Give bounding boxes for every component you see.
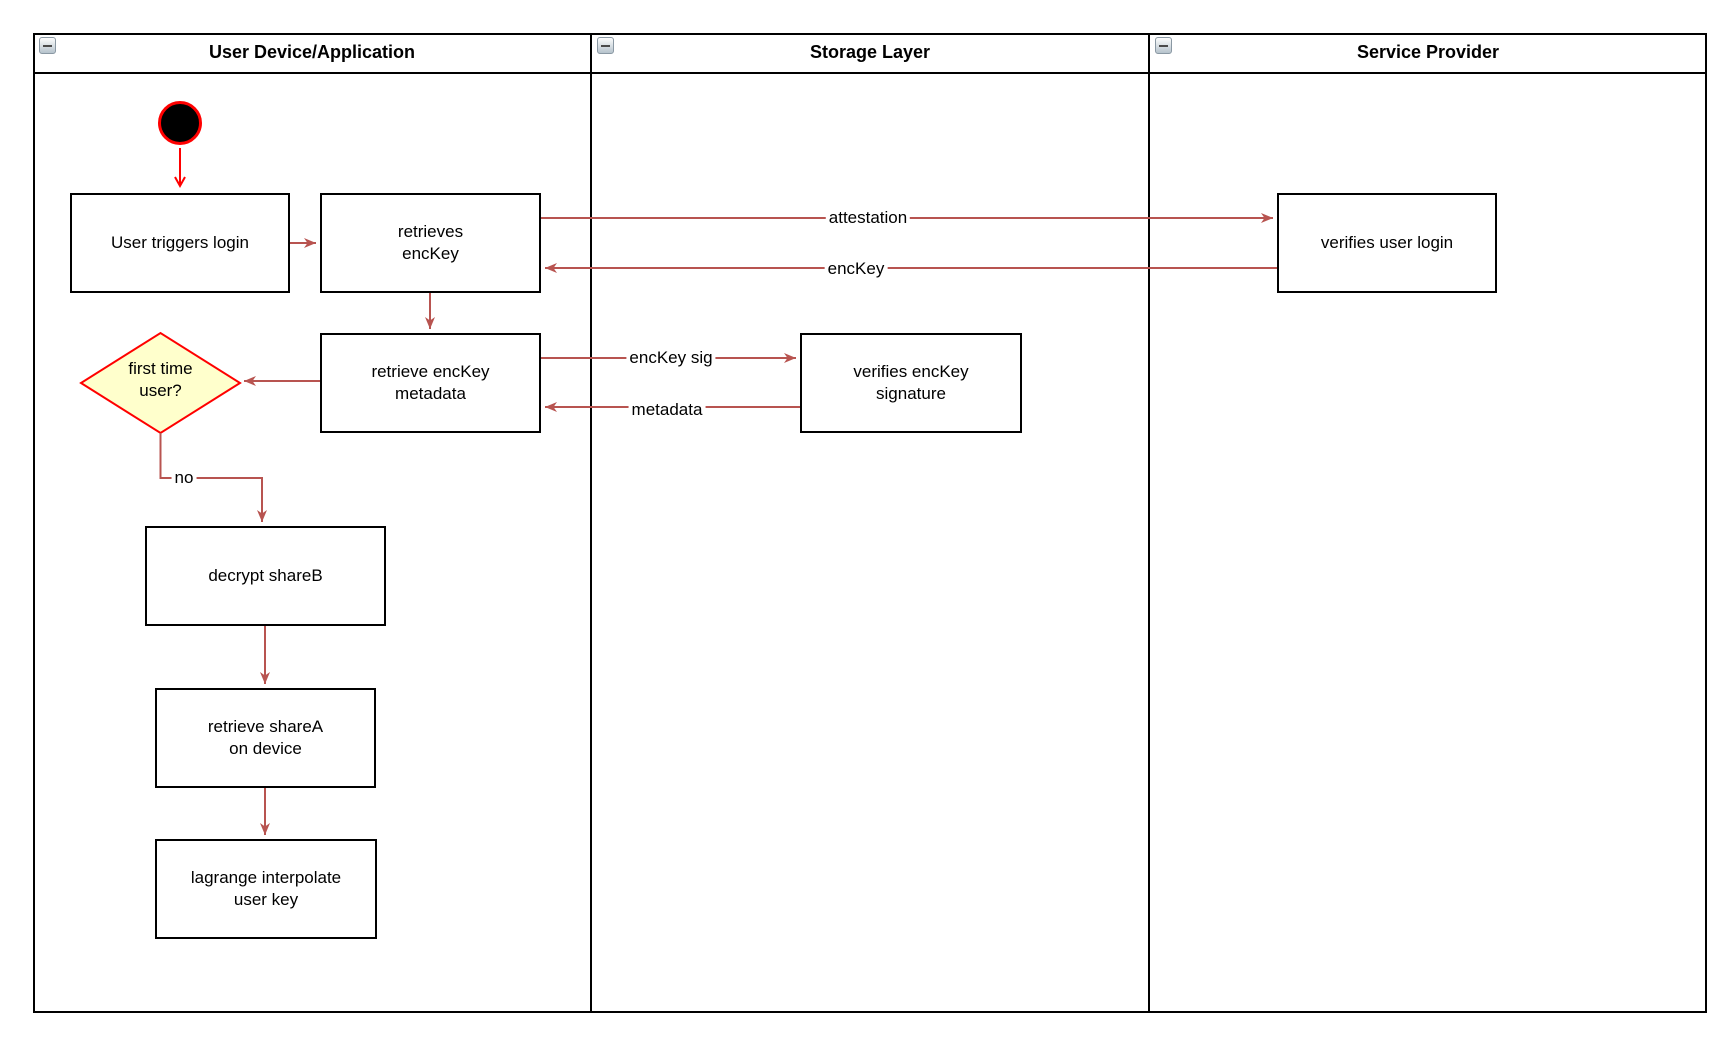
activity-retrieves-enckey[interactable]: retrieves encKey	[320, 193, 541, 293]
minus-icon	[43, 45, 52, 47]
swimlane-pool	[33, 33, 1707, 1013]
edge-label-enckey-sig: encKey sig	[626, 348, 716, 368]
activity-verifies-enckey-signature[interactable]: verifies encKey signature	[800, 333, 1022, 433]
lane-title-service-provider: Service Provider	[1356, 42, 1500, 62]
edge-label-no: no	[171, 468, 197, 488]
lane-header-service-provider: Service Provider	[1149, 33, 1707, 74]
edge-label-metadata: metadata	[628, 400, 706, 420]
activity-retrieve-sharea[interactable]: retrieve shareA on device	[155, 688, 376, 788]
lane-header-user-device: User Device/Application	[33, 33, 591, 74]
edge-label-enckey: encKey	[824, 259, 888, 279]
activity-lagrange-interpolate[interactable]: lagrange interpolate user key	[155, 839, 377, 939]
lane-title-user-device: User Device/Application	[208, 42, 416, 62]
activity-retrieve-enckey-metadata[interactable]: retrieve encKey metadata	[320, 333, 541, 433]
lane-title-storage-layer: Storage Layer	[809, 42, 931, 62]
minus-icon	[601, 45, 610, 47]
initial-node[interactable]	[158, 101, 202, 145]
collapse-lane-button[interactable]	[1155, 37, 1172, 54]
lane-header-storage-layer: Storage Layer	[591, 33, 1149, 74]
activity-decrypt-shareb[interactable]: decrypt shareB	[145, 526, 386, 626]
collapse-lane-button[interactable]	[597, 37, 614, 54]
edge-label-attestation: attestation	[825, 208, 911, 228]
activity-verifies-user-login[interactable]: verifies user login	[1277, 193, 1497, 293]
decision-label-first-time-user: first time user?	[128, 359, 193, 400]
collapse-lane-button[interactable]	[39, 37, 56, 54]
activity-user-triggers-login[interactable]: User triggers login	[70, 193, 290, 293]
minus-icon	[1159, 45, 1168, 47]
